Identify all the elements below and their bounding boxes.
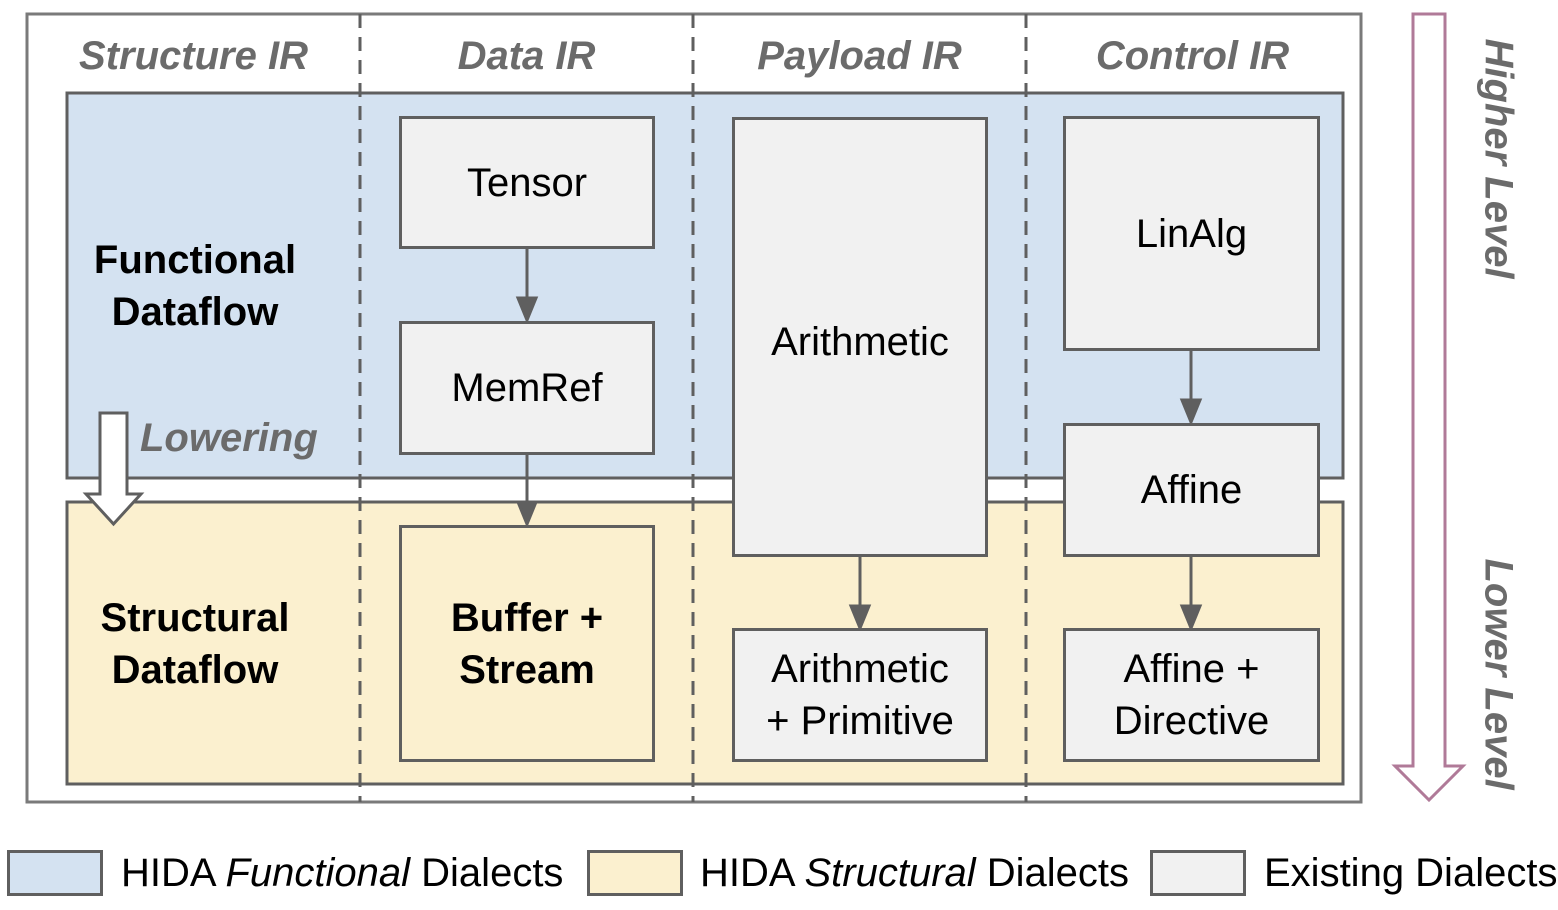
arithmetic-box: Arithmetic xyxy=(732,117,988,557)
legend-text-part: HIDA xyxy=(121,851,226,895)
box-line: Stream xyxy=(459,647,595,692)
legend-text-part: HIDA xyxy=(700,851,805,895)
legend-label-existing: Existing Dialects xyxy=(1264,851,1558,895)
linalg-box: LinAlg xyxy=(1063,116,1320,351)
box-line: Affine + xyxy=(1123,647,1260,691)
buffer-stream-box: Buffer + Stream xyxy=(399,525,655,762)
box-line: Arithmetic xyxy=(771,647,949,691)
legend-text-part: Dialects xyxy=(410,851,564,895)
arrowhead-icon xyxy=(1179,604,1203,632)
lowering-arrow-icon xyxy=(82,411,145,527)
lowering-label: Lowering xyxy=(140,416,318,460)
legend-label-structural: HIDA Structural Dialects xyxy=(700,848,1129,898)
row-label-line: Dataflow xyxy=(111,290,279,334)
row-label-line: Dataflow xyxy=(111,648,279,692)
legend-text-emph: Structural xyxy=(804,851,976,895)
arrowhead-icon xyxy=(848,604,872,632)
legend-label-functional: HIDA Functional Dialects xyxy=(121,848,563,898)
row-label-line: Structural xyxy=(100,596,290,640)
affine-box: Affine xyxy=(1063,423,1320,557)
affine-directive-box: Affine + Directive xyxy=(1063,628,1320,762)
arrowhead-icon xyxy=(515,500,539,528)
column-header-control-ir: Control IR xyxy=(1095,34,1290,78)
legend-text-emph: Functional xyxy=(225,851,411,895)
arrowhead-icon xyxy=(1179,398,1203,426)
column-header-payload-ir: Payload IR xyxy=(757,34,962,78)
legend-text-part: Dialects xyxy=(975,851,1130,895)
legend-swatch-structural xyxy=(587,850,683,896)
arithmetic-primitive-box: Arithmetic + Primitive xyxy=(732,628,988,762)
tensor-box: Tensor xyxy=(399,116,655,249)
box-line: Buffer + xyxy=(450,595,604,640)
box-line: Directive xyxy=(1113,699,1270,743)
row-label-line: Functional xyxy=(93,238,297,282)
higher-level-label: Higher Level xyxy=(1476,38,1521,279)
lower-level-label: Lower Level xyxy=(1476,558,1521,790)
row-label-structural-dataflow: Structural Dataflow xyxy=(30,592,360,696)
legend-swatch-functional xyxy=(7,850,103,896)
arrowhead-icon xyxy=(515,296,539,324)
row-label-functional-dataflow: Functional Dataflow xyxy=(30,234,360,338)
legend-swatch-existing xyxy=(1150,850,1246,896)
column-header-data-ir: Data IR xyxy=(457,34,596,78)
level-arrow-icon xyxy=(1391,12,1467,803)
column-header-structure-ir: Structure IR xyxy=(79,34,308,78)
box-line: + Primitive xyxy=(766,699,954,743)
memref-box: MemRef xyxy=(399,321,655,455)
